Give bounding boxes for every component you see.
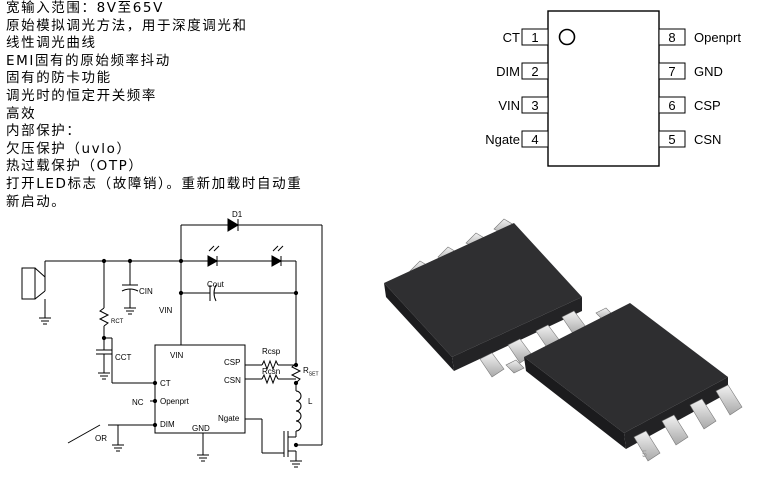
feature-line: 高效 <box>6 105 37 122</box>
feature-line: 线性调光曲线 <box>6 35 97 52</box>
ic-pin-csp: CSP <box>224 358 241 367</box>
application-schematic: D1 CIN Cout VIN RCT CCT NC OR Rcsp Rcsn … <box>0 205 372 482</box>
label-cin: CIN <box>139 287 153 296</box>
label-rct: RCT <box>111 319 124 325</box>
feature-line: EMI固有的原始频率抖动 <box>6 52 171 69</box>
label-d1: D1 <box>232 210 243 219</box>
pin-number: 2 <box>531 64 539 79</box>
feature-line: 新启动。 <box>6 193 67 210</box>
pin-box <box>658 62 686 80</box>
pin-box <box>521 130 549 148</box>
pin-number: 5 <box>668 132 676 147</box>
ic-pin-dim: DIM <box>160 420 175 429</box>
label-nc: NC <box>132 398 144 407</box>
pin-name: DIM <box>496 64 520 79</box>
ic-pin-ngate: Ngate <box>218 414 240 423</box>
resistor-rct <box>98 307 110 327</box>
label-rcsp: Rcsp <box>262 347 281 356</box>
pin-number: 7 <box>668 64 676 79</box>
feature-line: 宽输入范围：8V至65V <box>6 0 164 16</box>
pin-number: 8 <box>668 30 676 45</box>
ic-pin-openprt: Openprt <box>160 397 189 406</box>
schematic-drawing <box>21 218 323 468</box>
pin-number: 3 <box>531 98 539 113</box>
pin-name: Ngate <box>485 132 520 147</box>
label-rset: RSET <box>303 366 319 378</box>
pinout-drawing <box>521 10 686 167</box>
power-connector <box>21 267 36 300</box>
label-cct: CCT <box>115 353 132 362</box>
pin-box <box>658 96 686 114</box>
feature-line: 热过载保护（OTP） <box>6 158 144 175</box>
label-inductor: L <box>308 397 313 406</box>
led-2 <box>271 255 283 267</box>
feature-line: 打开LED标志（故障销）。重新加载时自动重 <box>6 175 303 192</box>
ic-pin-vin: VIN <box>170 351 184 360</box>
label-cout: Cout <box>207 280 224 289</box>
label-rcsn: Rcsn <box>262 367 281 376</box>
feature-line: 固有的防卡功能 <box>6 70 112 87</box>
ic-pin-ct: CT <box>160 379 171 388</box>
chip-body <box>547 10 660 167</box>
pin-name: CSN <box>694 132 722 147</box>
feature-list: 宽输入范围：8V至65V 原始模拟调光方法，用于深度调光和 线性调光曲线 EMI… <box>6 0 386 211</box>
led-1 <box>207 255 219 267</box>
ic-body <box>154 344 246 434</box>
pin-box <box>521 62 549 80</box>
inductor-l <box>295 390 302 432</box>
label-vin-net: VIN <box>159 306 173 315</box>
pin-box <box>521 28 549 46</box>
feature-line: 调光时的恒定开关频率 <box>6 87 157 104</box>
feature-line: 内部保护： <box>6 123 82 140</box>
pin-box <box>658 28 686 46</box>
pin-name: Openprt <box>694 30 741 45</box>
pin-box <box>521 96 549 114</box>
pin-name: GND <box>694 64 723 79</box>
feature-line: 欠压保护（uvlo） <box>6 140 132 157</box>
pin-name: VIN <box>498 98 520 113</box>
label-or: OR <box>95 434 107 443</box>
pin-name: CT <box>502 30 520 45</box>
pin-number: 6 <box>668 98 676 113</box>
pin-box <box>658 130 686 148</box>
pinout-diagram: CT DIM VIN Ngate 1 2 3 4 8 7 6 5 Openprt… <box>470 0 776 175</box>
sop8-packages-illustration: 5 <box>384 218 743 462</box>
chip-package-photo: 5 <box>372 205 776 482</box>
photo-watermark: 5 <box>642 449 647 459</box>
ic-pin-csn: CSN <box>224 376 241 385</box>
pin-number: 1 <box>531 30 539 45</box>
pin-number: 4 <box>531 132 539 147</box>
feature-line: 原始模拟调光方法，用于深度调光和 <box>6 17 248 34</box>
pin1-dot-marker <box>558 28 576 46</box>
ic-pin-gnd: GND <box>192 424 210 433</box>
pin-name: CSP <box>694 98 721 113</box>
